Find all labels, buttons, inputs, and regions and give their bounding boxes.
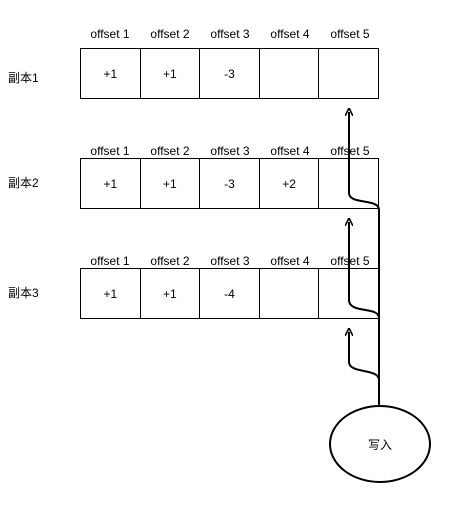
replica-2-cell-2: +1 — [141, 159, 201, 208]
offset-header-1: offset 1 — [90, 144, 130, 158]
offset-header-3: offset 3 — [210, 27, 250, 41]
replica-1-cell-3: -3 — [200, 49, 260, 98]
offset-header-4: offset 4 — [270, 254, 310, 268]
replica-label-3: 副本3 — [8, 286, 39, 300]
offset-header-3: offset 3 — [210, 144, 250, 158]
replica-1-cell-2: +1 — [141, 49, 201, 98]
replica-2-cell-1: +1 — [81, 159, 141, 208]
arrow-to-replica-3 — [349, 332, 380, 381]
write-node — [329, 405, 431, 483]
replica-3-cell-2: +1 — [141, 269, 201, 318]
replica-3-cell-4 — [260, 269, 320, 318]
replica-1-cell-4 — [260, 49, 320, 98]
replica-2-cell-4: +2 — [260, 159, 320, 208]
replica-label-2: 副本2 — [8, 176, 39, 190]
offset-header-4: offset 4 — [270, 27, 310, 41]
arrow-to-replica-2 — [349, 222, 380, 319]
replica-label-1: 副本1 — [8, 71, 39, 85]
write-node-label: 写入 — [367, 437, 392, 452]
arrow-to-replica-1 — [349, 112, 380, 211]
replica-1-cell-1: +1 — [81, 49, 141, 98]
replica-3-cell-3: -4 — [200, 269, 260, 318]
offset-header-2: offset 2 — [150, 254, 190, 268]
offset-header-1: offset 1 — [90, 254, 130, 268]
offset-header-2: offset 2 — [150, 144, 190, 158]
offset-header-1: offset 1 — [90, 27, 130, 41]
offset-header-2: offset 2 — [150, 27, 190, 41]
replica-2-cell-3: -3 — [200, 159, 260, 208]
replica-3-cell-1: +1 — [81, 269, 141, 318]
offset-header-3: offset 3 — [210, 254, 250, 268]
replica-row-1: +1 +1 -3 — [80, 48, 379, 99]
offset-header-4: offset 4 — [270, 144, 310, 158]
offset-header-5: offset 5 — [330, 27, 370, 41]
replica-row-2: +1 +1 -3 +2 — [80, 158, 379, 209]
